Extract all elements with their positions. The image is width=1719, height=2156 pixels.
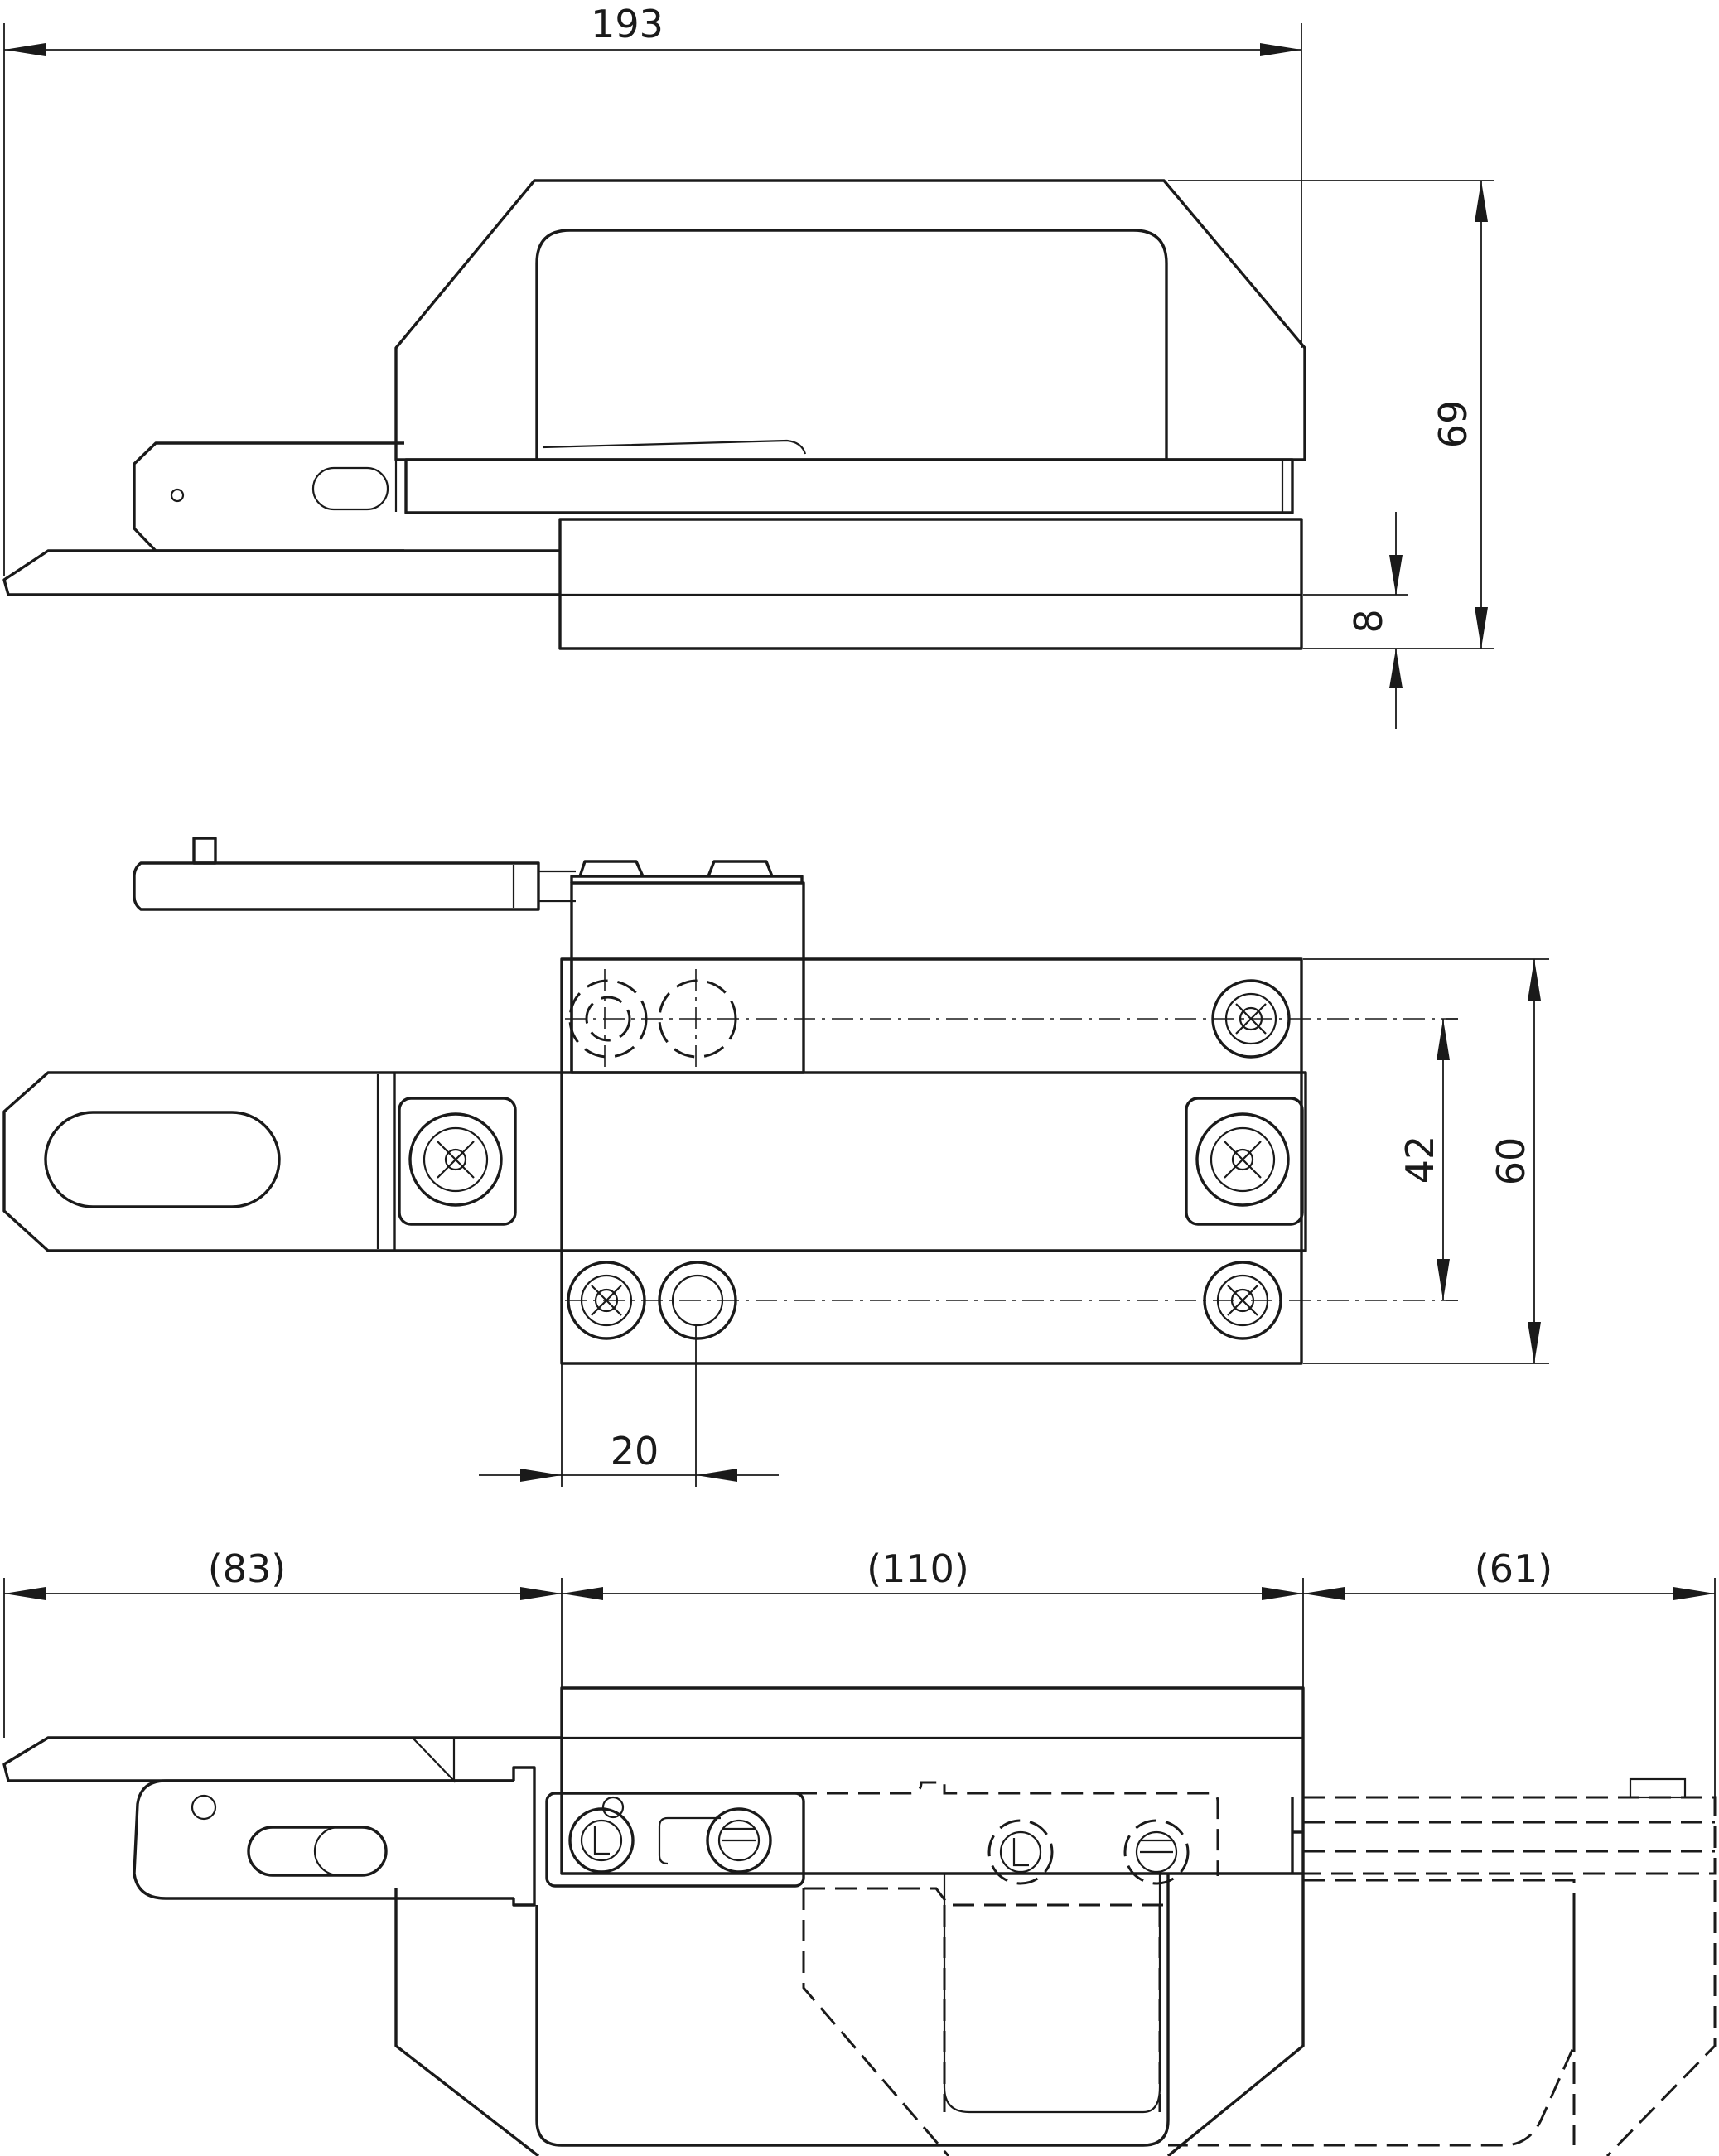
- handle-grip-opening: [535, 229, 1168, 460]
- bolt-head: [2, 1071, 394, 1252]
- body-block: [560, 1686, 1305, 1875]
- dim-60: 60: [1489, 1137, 1533, 1186]
- dim-20: 20: [611, 1429, 659, 1474]
- slide-plate: [404, 458, 1294, 514]
- dim-61: (61): [1475, 1546, 1552, 1591]
- bolt-guide: [2, 549, 560, 596]
- extended-position-outline: [795, 1781, 1219, 1876]
- screw-top-right: [1211, 979, 1291, 1059]
- dim-83: (83): [208, 1546, 286, 1591]
- dim-8: 8: [1346, 609, 1391, 633]
- dimension-chain-bottom: (83) (110) (61): [3, 1546, 1716, 1797]
- screw-bottom-right: [1203, 1261, 1282, 1340]
- screw-middle-right: [1195, 1112, 1290, 1207]
- plan-view: [2, 837, 1446, 1365]
- dim-69: 69: [1431, 400, 1475, 449]
- handle-housing: [394, 179, 1306, 461]
- dim-193: 193: [591, 2, 664, 46]
- side-elevation-view: [2, 179, 1306, 650]
- screw-middle-left: [408, 1112, 503, 1207]
- dimension-overall-length: 193: [3, 2, 1302, 576]
- dimension-base-thickness: 8: [1303, 512, 1408, 729]
- dim-42: 42: [1398, 1136, 1442, 1184]
- front-elevation-view: [2, 1686, 1717, 2156]
- dimension-plate-width: 60: [1303, 958, 1549, 1364]
- dimension-hole-offset: 20: [479, 1325, 779, 1487]
- dimension-overall-height: 69: [1168, 180, 1494, 649]
- lock-carriage: [545, 1792, 805, 1888]
- screw-bottom-left: [567, 1261, 646, 1340]
- latch-body-bar: [393, 1071, 1307, 1252]
- latch-bolt: [133, 441, 404, 552]
- hole-bottom-second: [658, 1261, 737, 1340]
- dimension-hole-spacing: 42: [1398, 1018, 1458, 1301]
- base-block: [558, 518, 1303, 650]
- dim-110: (110): [867, 1546, 969, 1591]
- handle-housing-front: [394, 1874, 1305, 2156]
